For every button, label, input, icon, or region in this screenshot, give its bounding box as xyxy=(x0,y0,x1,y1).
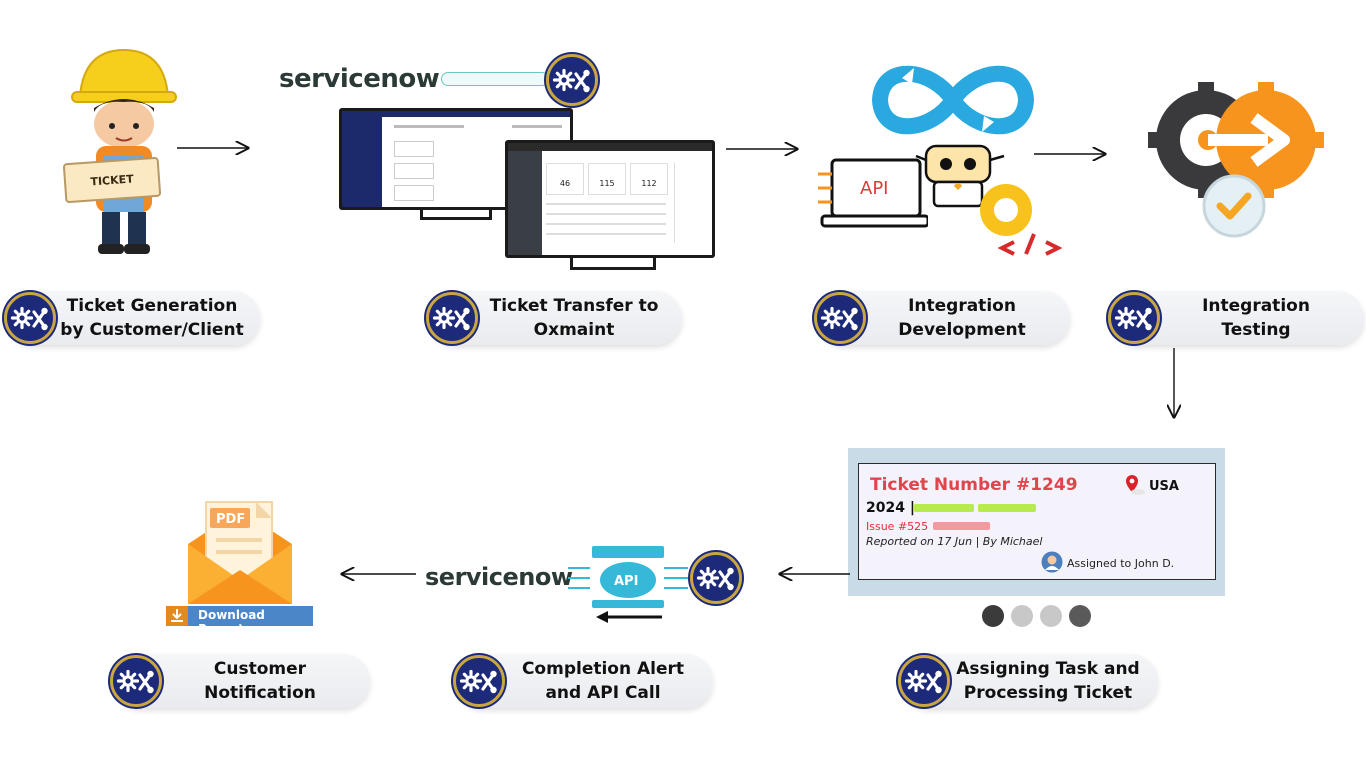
monitor-left-stand xyxy=(420,210,492,220)
pager-dot[interactable] xyxy=(982,605,1004,627)
step-label-line1: Assigning Task and xyxy=(956,659,1140,679)
servicenow-logo: servicenow xyxy=(425,563,573,591)
api-text: API xyxy=(614,574,638,589)
progress-bar xyxy=(914,504,974,512)
gear-wrench-icon xyxy=(1108,292,1160,344)
infinity-icon xyxy=(872,65,1034,135)
step-label-line2: Development xyxy=(898,320,1026,340)
metric-a: 46 xyxy=(546,163,584,195)
step-label-line2: Oxmaint xyxy=(533,320,615,340)
arrow-left-icon xyxy=(776,566,850,582)
ticket-reported: Reported on 17 Jun | By Michael xyxy=(866,535,1043,548)
gear-arrow-icon xyxy=(1148,82,1324,238)
connector-line xyxy=(441,72,549,86)
arrow-right-icon xyxy=(726,141,801,157)
gear-wrench-icon xyxy=(426,292,478,344)
pager-dot[interactable] xyxy=(1040,605,1062,627)
metric-b: 115 xyxy=(588,163,626,195)
robot-icon xyxy=(915,144,1005,208)
step-ticket-generation: Ticket Generation by Customer/Client xyxy=(4,291,260,345)
metric-c: 112 xyxy=(630,163,668,195)
step-ticket-transfer: Ticket Transfer to Oxmaint xyxy=(426,291,682,345)
step-label-line2: Processing Ticket xyxy=(963,683,1133,703)
servicenow-logo: servicenow xyxy=(279,64,440,94)
check-icon xyxy=(1216,192,1252,220)
api-text: API xyxy=(860,178,888,199)
download-label: Download Report xyxy=(198,608,265,636)
ticket-stub: TICKET xyxy=(62,156,162,204)
gear-wrench-icon xyxy=(814,292,866,344)
gear-wrench-icon xyxy=(453,655,505,707)
step-label-line1: Completion Alert xyxy=(521,659,685,679)
arrow-right-icon xyxy=(177,140,252,156)
step-label-line1: Ticket Generation xyxy=(66,296,238,316)
ticket-card: Ticket Number #1249 USA 2024 | Issue #52… xyxy=(858,463,1216,580)
code-icon xyxy=(980,184,1063,256)
worker-illustration xyxy=(71,48,177,254)
arrow-down-icon xyxy=(1166,348,1182,421)
monitor-right-stand xyxy=(570,258,656,270)
gear-wrench-icon xyxy=(546,54,598,106)
download-report-button[interactable]: Download Report xyxy=(166,606,313,636)
pdf-label: PDF xyxy=(216,512,245,527)
ticket-assigned: Assigned to John D. xyxy=(1067,557,1175,570)
avatar-icon xyxy=(1041,551,1063,573)
gear-wrench-icon xyxy=(110,655,162,707)
step-label-line2: Notification xyxy=(204,683,316,703)
step-label-line1: Integration xyxy=(908,296,1016,316)
step-label-line1: Customer xyxy=(213,659,307,679)
api-cloud-icon: API xyxy=(568,546,688,608)
pager-dot[interactable] xyxy=(1069,605,1091,627)
arrow-left-icon xyxy=(596,611,662,623)
step-label-line1: Ticket Transfer to xyxy=(489,296,659,316)
ticket-number: Ticket Number #1249 xyxy=(870,475,1078,495)
download-icon xyxy=(166,606,188,626)
arrow-left-icon xyxy=(338,566,416,582)
gear-wrench-icon xyxy=(690,552,742,604)
ticket-year: 2024 | xyxy=(866,500,915,516)
gear-wrench-icon xyxy=(898,655,950,707)
step-label-line1: Integration xyxy=(1202,296,1310,316)
api-laptop-icon: API xyxy=(818,158,928,228)
pager-dot[interactable] xyxy=(1011,605,1033,627)
step-label-line2: Testing xyxy=(1221,320,1291,340)
location-pin-icon xyxy=(1126,475,1145,495)
step-completion-alert: Completion Alert and API Call xyxy=(453,654,713,708)
monitor-right: 46 115 112 xyxy=(505,140,715,258)
arrow-right-icon xyxy=(1034,146,1109,162)
ticket-location: USA xyxy=(1149,479,1179,494)
issue-bar xyxy=(933,522,990,530)
gear-wrench-icon xyxy=(4,292,56,344)
step-label-line2: by Customer/Client xyxy=(60,320,244,340)
envelope-icon: PDF xyxy=(188,501,292,604)
progress-bar xyxy=(978,504,1036,512)
ticket-issue: Issue #525 xyxy=(866,520,929,533)
step-label-line2: and API Call xyxy=(545,683,661,703)
